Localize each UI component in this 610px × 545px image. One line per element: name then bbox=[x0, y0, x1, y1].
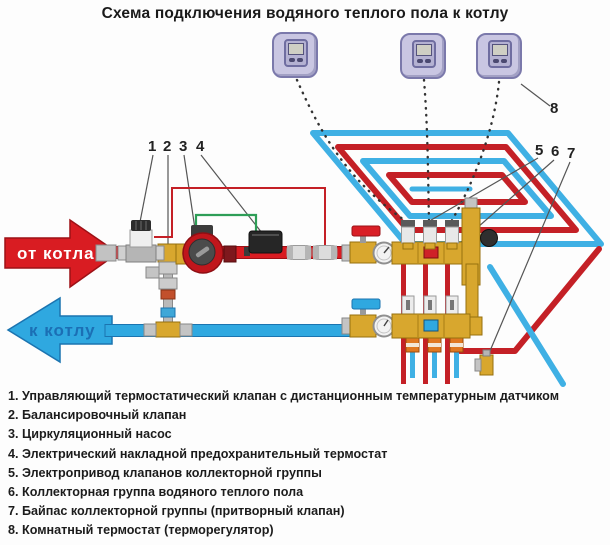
supply-valve-red-handle bbox=[351, 225, 381, 237]
thermostat-button bbox=[425, 59, 431, 63]
to-boiler-arrow bbox=[6, 296, 113, 364]
thermostatic-valve bbox=[95, 220, 165, 263]
thermostat-display bbox=[412, 40, 436, 68]
pipe-unions bbox=[286, 245, 338, 260]
callout-5: 5 bbox=[535, 142, 544, 159]
room-thermostat-2 bbox=[400, 33, 446, 79]
to-boiler-label: к котлу bbox=[29, 321, 96, 340]
legend-item-6: 6. Коллекторная группа водяного теплого … bbox=[8, 485, 304, 500]
thermostat-wires bbox=[295, 78, 501, 224]
return-manifold bbox=[341, 295, 483, 339]
bypass-valve bbox=[474, 349, 494, 376]
return-valve-blue-handle bbox=[351, 298, 381, 310]
thermostat-button bbox=[493, 59, 499, 63]
thermostat-wire-2 bbox=[422, 78, 431, 224]
callout-3: 3 bbox=[179, 138, 188, 155]
return-ball-valve-body bbox=[349, 314, 377, 338]
thermostat-button bbox=[297, 58, 303, 62]
supply-manifold bbox=[341, 197, 498, 321]
callout-6: 6 bbox=[551, 143, 560, 160]
circulation-pump bbox=[175, 225, 237, 274]
room-thermostat-3 bbox=[476, 33, 522, 79]
valve-white-head bbox=[129, 229, 153, 248]
from-boiler-arrow bbox=[4, 218, 120, 289]
thermostat-button bbox=[417, 59, 423, 63]
thermostat-button bbox=[501, 59, 507, 63]
pump-thermostat-wire bbox=[194, 213, 258, 232]
legend-list: 1. Управляющий термостатический клапан с… bbox=[8, 387, 608, 541]
flow-meters bbox=[401, 295, 459, 315]
legend-item-3: 3. Циркуляционный насос bbox=[8, 427, 172, 442]
thermostat-display bbox=[284, 39, 308, 67]
thermostat-button bbox=[289, 58, 295, 62]
safety-thermostat bbox=[244, 230, 283, 256]
legend-item-1: 1. Управляющий термостатический клапан с… bbox=[8, 389, 560, 403]
room-thermostat-1 bbox=[272, 32, 318, 78]
legend-item-7: 7. Байпас коллекторной группы (притворны… bbox=[8, 504, 345, 519]
bypass-knob bbox=[480, 229, 498, 247]
callout-1: 1 bbox=[148, 138, 157, 155]
page-title: Схема подключения водяного теплого пола … bbox=[101, 5, 509, 22]
thermostat-screen bbox=[416, 44, 432, 56]
manifold-end-assembly bbox=[461, 197, 498, 321]
capillary-tube bbox=[154, 187, 326, 246]
legend-item-2: 2. Балансировочный клапан bbox=[8, 408, 187, 423]
floor-loop-serpentine bbox=[310, 130, 604, 387]
callout-7: 7 bbox=[567, 145, 576, 162]
thermostat-wire-1 bbox=[295, 78, 409, 224]
callout-8: 8 bbox=[550, 100, 559, 117]
legend-item-8: 8. Комнатный термостат (терморегулятор) bbox=[8, 523, 274, 538]
supply-diagonal-pipe bbox=[457, 246, 602, 354]
legend-item-4: 4. Электрический накладной предохранител… bbox=[8, 446, 388, 461]
thermostat-wire-3 bbox=[449, 80, 501, 224]
valve-actuators bbox=[401, 220, 459, 250]
from-boiler-label: от котла bbox=[17, 244, 95, 263]
balancing-valve-head bbox=[145, 266, 160, 279]
thermostat-display bbox=[488, 40, 512, 68]
thermostat-screen bbox=[288, 43, 304, 55]
legend-item-5: 5. Электропривод клапанов коллекторной г… bbox=[8, 465, 322, 480]
callout-4: 4 bbox=[196, 138, 205, 155]
thermostat-screen bbox=[492, 44, 508, 56]
supply-ball-valve-body bbox=[349, 241, 377, 264]
callout-2: 2 bbox=[163, 138, 172, 155]
return-diagonal-pipe bbox=[487, 264, 566, 387]
